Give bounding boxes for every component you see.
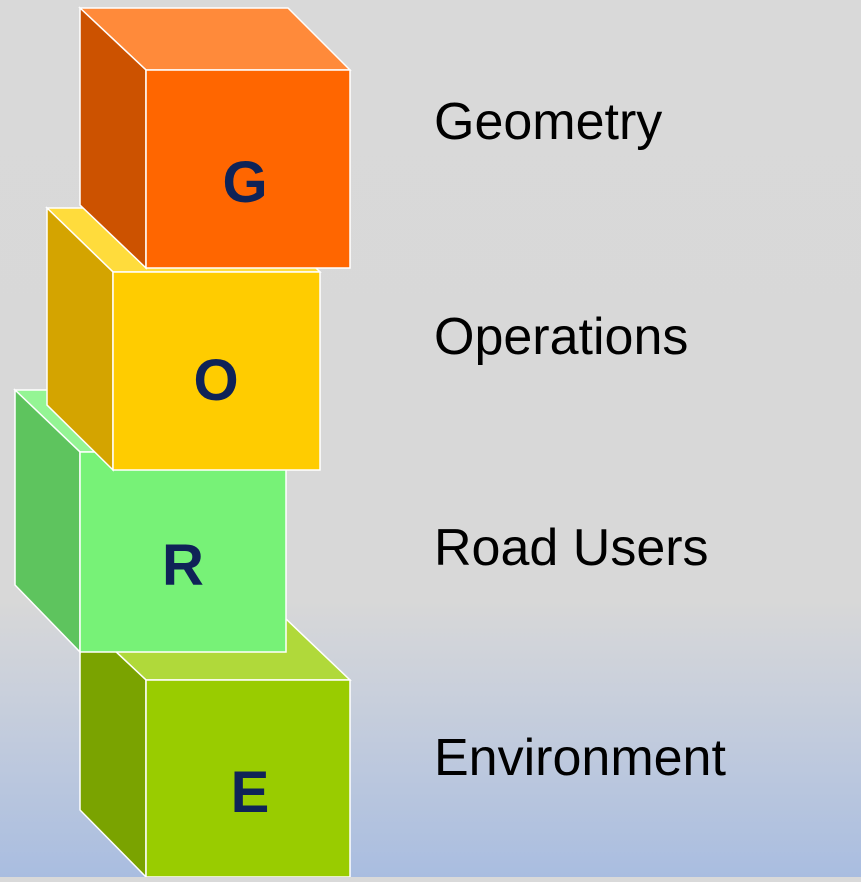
block-g-letter: G bbox=[222, 150, 267, 215]
label-geometry: Geometry bbox=[434, 93, 663, 151]
block-g-front bbox=[145, 69, 351, 269]
block-o-front bbox=[112, 271, 321, 471]
block-o: O bbox=[45, 206, 322, 472]
block-e-letter: E bbox=[231, 760, 270, 825]
block-r-letter: R bbox=[162, 533, 204, 598]
label-environment: Environment bbox=[434, 729, 726, 787]
block-e: E bbox=[78, 616, 352, 879]
block-o-letter: O bbox=[193, 348, 238, 413]
label-operations: Operations bbox=[434, 308, 689, 366]
block-g: G bbox=[78, 6, 352, 270]
label-road-users: Road Users bbox=[434, 519, 709, 577]
